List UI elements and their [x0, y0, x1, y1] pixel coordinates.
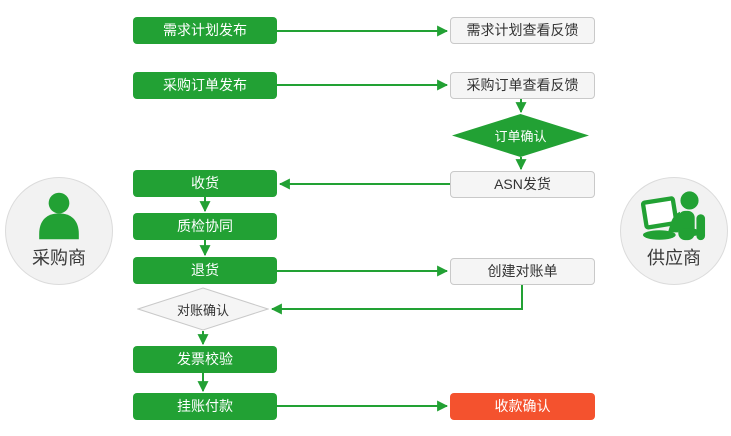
supplier-actor-circle: 供应商	[620, 177, 728, 285]
node-asn-shipment: ASN发货	[450, 171, 595, 198]
node-purchase-order-feedback: 采购订单查看反馈	[450, 72, 595, 99]
node-quality-inspection: 质检协同	[133, 213, 277, 240]
order-confirm-label: 订单确认	[494, 129, 547, 144]
node-order-confirm-diamond: 订单确认	[452, 114, 589, 157]
node-receive-goods: 收货	[133, 170, 277, 197]
node-demand-plan-feedback: 需求计划查看反馈	[450, 17, 595, 44]
arrow-statement-to-confirm	[270, 285, 523, 315]
node-payment-on-account: 挂账付款	[133, 393, 277, 420]
node-demand-plan-publish: 需求计划发布	[133, 17, 277, 44]
person-at-laptop-icon	[641, 190, 707, 242]
node-return-goods: 退货	[133, 257, 277, 284]
person-icon	[31, 190, 87, 242]
node-purchase-order-publish: 采购订单发布	[133, 72, 277, 99]
statement-confirm-label: 对账确认	[176, 302, 229, 318]
node-create-statement: 创建对账单	[450, 258, 595, 285]
supplier-label: 供应商	[647, 248, 701, 268]
node-statement-confirm-diamond: 对账确认	[137, 287, 269, 331]
node-receipt-confirm: 收款确认	[450, 393, 595, 420]
buyer-label: 采购商	[32, 248, 86, 268]
buyer-actor-circle: 采购商	[5, 177, 113, 285]
node-invoice-verification: 发票校验	[133, 346, 277, 373]
